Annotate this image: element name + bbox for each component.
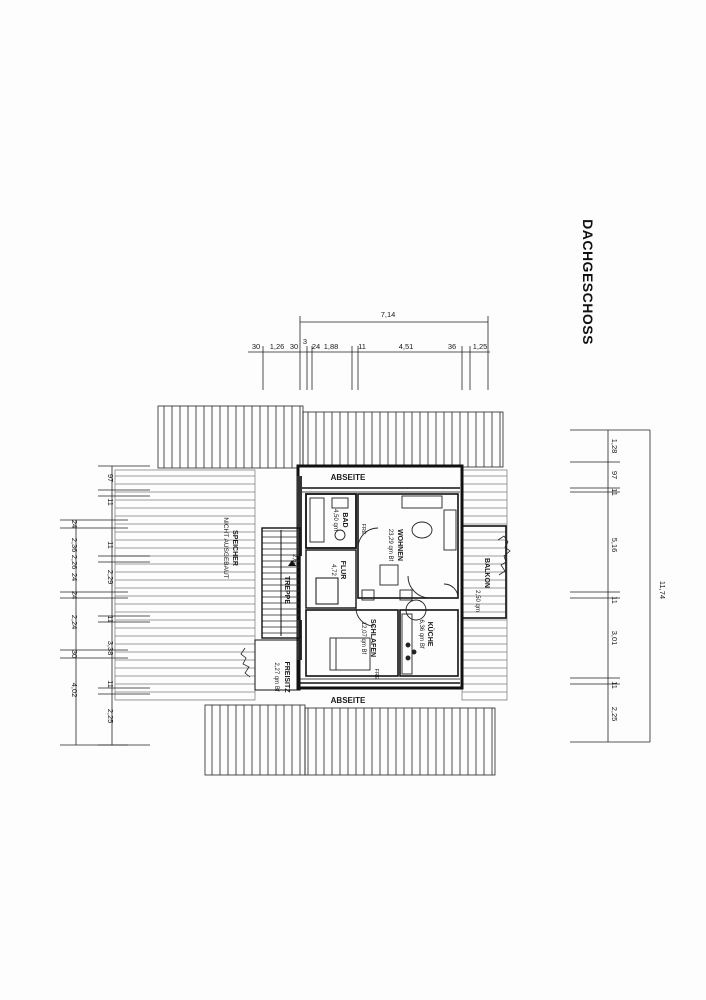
furniture	[309, 495, 459, 675]
dim-top-5: 24	[312, 342, 320, 351]
dim-top-9: 36	[448, 342, 456, 351]
dim-inner-3: 11	[106, 541, 115, 549]
plan-title-text: DACHGESCHOSS	[580, 219, 596, 345]
dim-inner-6: 3,38	[106, 641, 115, 656]
label-speicher: SPEICHER	[231, 530, 238, 566]
building-walls	[296, 464, 464, 690]
dim-top-7: 11	[358, 342, 366, 351]
plan-title: DACHGESCHOSS	[576, 219, 600, 345]
dimension-lines	[60, 316, 651, 746]
dim-top-6: 1,88	[324, 342, 339, 351]
dim-left-3: 24	[70, 573, 79, 581]
dims-left-outer: 24 2,36 24 2,26 24 2,24 30 4,02	[70, 520, 79, 697]
dim-inner-8: 2,25	[106, 709, 115, 724]
label-fre-2: FRE	[360, 524, 366, 535]
label-abseite-top: ABSEITE	[331, 473, 366, 482]
dim-right-1: 1,28	[610, 439, 619, 454]
roof-left	[114, 469, 256, 701]
dim-inner-5: 11	[106, 615, 115, 623]
room-labels: ABSEITE ABSEITE BAD 4,50 qm WOHNEN 23,29…	[222, 473, 490, 705]
label-bad: BAD	[341, 512, 348, 527]
dim-inner-1: 97	[106, 474, 115, 482]
dim-right-3: 11	[610, 488, 619, 496]
label-wohnen: WOHNEN	[396, 529, 403, 561]
label-wohnen-area: 23,29 qm Bf	[387, 529, 393, 562]
dim-right-overall: 11,74	[658, 581, 667, 599]
roof-top	[157, 405, 504, 469]
roof-bottom	[204, 704, 496, 776]
dim-top-1: 30	[252, 342, 260, 351]
dim-left-7: 30	[70, 650, 79, 658]
dim-left-1: 24	[70, 520, 79, 528]
dims-top: 7,14 30 1,26 30 3 24 1,88 11 4,51 36 1,2…	[252, 310, 487, 351]
dim-left-5: 24	[70, 591, 79, 599]
stair-arrow-icon	[288, 560, 296, 566]
label-flur-area: 4,72	[330, 564, 336, 576]
label-schlafen-area: 12,07 qm Bf	[360, 622, 366, 655]
dim-top-10: 1,25	[473, 342, 488, 351]
label-freisitz-area: 2,27 qm Bf	[273, 662, 279, 691]
dim-right-8: 2,25	[610, 707, 619, 722]
dim-top-3: 30	[290, 342, 298, 351]
label-fre-1: FRE	[373, 669, 379, 680]
dim-right-4: 5,16	[610, 538, 619, 553]
label-balkon-area: 2,50 qm	[474, 590, 480, 612]
label-speicher-note: NICHT AUSGEBAUT	[222, 517, 229, 578]
dim-inner-4: 2,29	[106, 570, 115, 585]
label-kueche-area: 6,36 qm Bf	[418, 619, 424, 648]
roof-right	[461, 469, 508, 701]
dim-left-2: 2,36	[70, 538, 79, 553]
label-balkon: BALKON	[483, 558, 490, 588]
dim-right-2: 97	[610, 471, 619, 479]
dim-top-4: 3	[303, 337, 307, 346]
label-bad-area: 4,50 qm	[332, 509, 338, 531]
dim-inner-7: 11	[106, 680, 115, 688]
dim-left-6: 2,24	[70, 615, 79, 630]
dim-inner-2: 11	[106, 498, 115, 506]
label-treppe: TREPPE	[283, 576, 290, 604]
dim-right-5: 11	[610, 596, 619, 604]
balcony	[461, 525, 511, 619]
label-abseite-bottom: ABSEITE	[331, 696, 366, 705]
dims-left-inner: 97 11 11 2,29 11 3,38 11 2,25	[106, 474, 115, 723]
label-schlafen: SCHLAFEN	[369, 619, 376, 657]
staircase	[261, 527, 339, 639]
label-kueche: KÜCHE	[426, 622, 435, 647]
label-freisitz: FREISITZ	[283, 661, 290, 693]
dim-top-overall: 7,14	[381, 310, 396, 319]
dim-left-8: 4,02	[70, 683, 79, 698]
dim-right-7: 11	[610, 681, 619, 689]
dims-right: 11,74 1,28 97 11 5,16 11 3,01 11 2,25	[610, 439, 667, 722]
dim-left-4: 2,26	[70, 555, 79, 570]
dim-right-6: 3,01	[610, 631, 619, 646]
label-flur: FLUR	[339, 561, 346, 580]
freisitz-area	[240, 639, 301, 691]
dim-top-8: 4,51	[399, 342, 414, 351]
dim-top-2: 1,26	[270, 342, 285, 351]
label-treppe-area: 2,60	[291, 554, 297, 566]
